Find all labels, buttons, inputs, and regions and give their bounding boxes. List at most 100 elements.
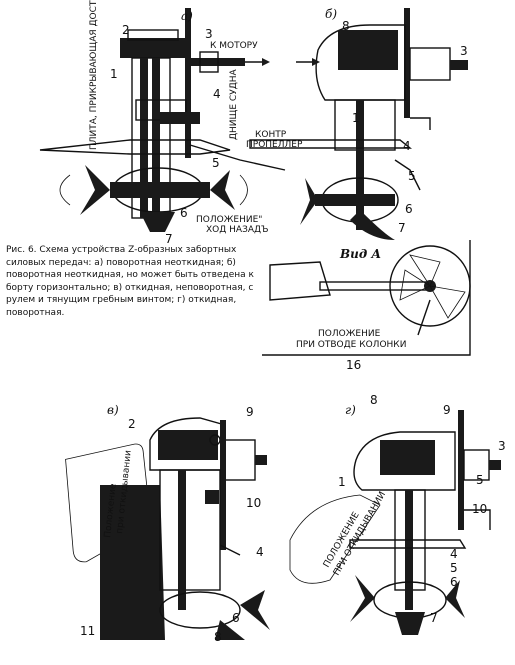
num-c-2: 2 [128, 417, 136, 431]
skeg-b [350, 210, 395, 240]
reverse-label-a-1: ПОЛОЖЕНИЕ" [196, 215, 262, 225]
plate-label-a: ПЛИТА, ПРИКРЫВАЮЩАЯ ДОСТУП ВОЗДУХА К ВИН… [89, 0, 99, 150]
num-a-2: 2 [122, 23, 130, 37]
vertical-shaft-a2 [152, 58, 160, 218]
num-b-5: 5 [408, 169, 416, 183]
propeller-c [240, 590, 270, 630]
mount-plate-d [458, 410, 464, 530]
num-d-8: 8 [370, 393, 378, 407]
mount-plate-a [185, 8, 191, 158]
view-a-pos-label-2: ПРИ ОТВОДЕ КОЛОНКИ [296, 340, 406, 350]
vertical-shaft-b [356, 100, 364, 230]
transom-c [100, 485, 165, 640]
panel-c: в) 2 9 10 4 6 8 11 Положение при откидыв… [65, 403, 270, 644]
num-a-5: 5 [212, 156, 220, 170]
tilt-outline-d [289, 494, 381, 584]
tag-a: а) [181, 9, 193, 23]
view-a-number: 16 [346, 358, 361, 372]
num-d-3: 3 [498, 439, 506, 453]
input-housing-b [409, 47, 451, 81]
skeg-a [140, 212, 175, 232]
tag-c: в) [107, 403, 119, 417]
swing-arrow [417, 299, 431, 336]
rudder-c [215, 620, 245, 640]
num-a-3: 3 [205, 27, 213, 41]
panel-a: а) 2 1 3 4 5 6 7 К МОТОРУ ПЛИТА, ПРИКРЫВ… [39, 0, 286, 246]
tag-b: б) [325, 7, 337, 21]
num-b-4: 4 [403, 139, 411, 153]
leg-c [159, 469, 221, 591]
propeller-b [300, 178, 318, 225]
panel-d: г) 8 9 3 1 5 10 4 5 6 7 ПОЛОЖЕНИЕ ПРИ ОТ… [289, 393, 506, 635]
drive-shaft-top-view [319, 281, 431, 291]
anti-ventilation-plate-a [39, 139, 231, 155]
view-a-pos-label-1: ПОЛОЖЕНИЕ [318, 329, 381, 339]
prop-shaft-b [315, 194, 395, 206]
propeller-disc [389, 245, 471, 327]
upper-housing-d [353, 431, 456, 491]
lower-gearcase-c [159, 591, 241, 629]
top-gear-housing [120, 38, 190, 58]
clutch-c [205, 490, 219, 504]
num-c-8: 8 [214, 630, 222, 644]
num-d-9: 9 [443, 403, 451, 417]
leg-frame-b [334, 99, 396, 151]
contra-label-b-1: КОНТР [255, 130, 287, 140]
bevel-gear-side [160, 112, 200, 124]
num-d-4: 4 [450, 547, 458, 561]
num-a-4: 4 [213, 87, 221, 101]
hull-label-a: ДНИЩЕ СУДНА [229, 69, 239, 140]
num-b-6: 6 [405, 202, 413, 216]
mount-plate-c [220, 420, 226, 550]
num-d-5: 5 [450, 561, 458, 575]
input-shaft-b [450, 60, 468, 70]
gearcase-top-view [269, 261, 331, 301]
contra-label-b-2: ПРОПЕЛЛЕР [246, 140, 303, 150]
propeller-front-a [80, 165, 110, 215]
panel-b: б) 8 3 1 4 5 6 7 КОНТР ПРОПЕЛЛЕР [246, 7, 468, 240]
num-d-10: 10 [472, 502, 487, 516]
num-c-10: 10 [246, 496, 261, 510]
num-a-6: 6 [180, 206, 188, 220]
num-c-6: 6 [232, 611, 240, 625]
vertical-shaft-a [140, 58, 148, 218]
panel-view-a: Вид А ПОЛОЖЕНИЕ ПРИ ОТВОДЕ КОЛОНКИ 16 [262, 240, 471, 372]
num-c-9: 9 [246, 405, 254, 419]
num-d-1: 1 [338, 475, 346, 489]
motor-label-a: К МОТОРУ [210, 41, 258, 51]
num-a-1: 1 [110, 67, 118, 81]
propeller-rear-a [210, 170, 235, 210]
upper-housing-b [315, 24, 406, 101]
prop-shaft-a [110, 182, 210, 198]
figure-caption: Рис. 6. Схема устройства Z-образных забо… [6, 245, 254, 318]
anti-ventilation-plate-b [249, 139, 412, 149]
input-housing-c [224, 439, 256, 481]
upper-gears-d [380, 440, 435, 475]
propeller-front-d [350, 575, 375, 622]
propeller-rear-d [445, 580, 465, 618]
vertical-shaft-c [178, 470, 186, 610]
num-b-3: 3 [460, 44, 468, 58]
skeg-d [395, 612, 425, 635]
tag-d: г) [345, 403, 356, 417]
num-b-8: 8 [342, 19, 350, 33]
upper-gears-c [158, 430, 218, 460]
num-d-6: 6 [450, 575, 458, 589]
hull-line-a [189, 144, 286, 171]
num-c-11: 11 [80, 624, 95, 638]
num-b-7: 7 [398, 221, 406, 235]
transom-outline [262, 240, 471, 356]
num-d-7: 7 [430, 611, 438, 625]
mount-plate-b [404, 8, 410, 118]
vertical-shaft-d [405, 490, 413, 610]
coupling-a [199, 51, 219, 73]
view-a-title: Вид А [339, 247, 381, 261]
top-cap [127, 29, 179, 41]
upper-gears-b [338, 30, 398, 70]
num-d-5a: 5 [476, 473, 484, 487]
num-a-7: 7 [165, 232, 173, 246]
reverse-label-a-2: ХОД НАЗАДЪ [206, 225, 269, 235]
num-c-4: 4 [256, 545, 264, 559]
num-b-1: 1 [352, 111, 360, 125]
